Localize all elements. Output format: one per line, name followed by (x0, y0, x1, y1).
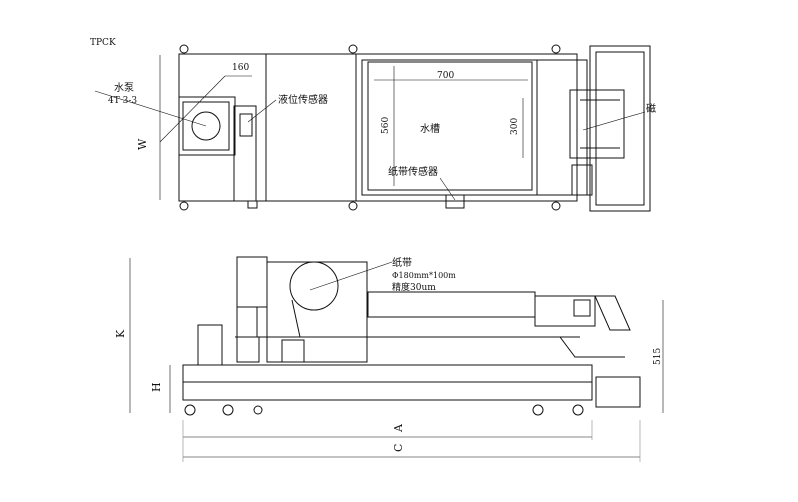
magnetic-label: 磁 (646, 102, 656, 115)
tank-length: 700 (437, 71, 454, 81)
level-sensor-icon (239, 113, 253, 137)
h-label: H (150, 382, 163, 392)
magnetic-separator (569, 89, 625, 159)
c-label: C (392, 444, 405, 452)
precision: 精度30um (392, 281, 436, 293)
tank-width: 560 (381, 117, 391, 134)
collection-box (595, 376, 641, 408)
pump-mount (182, 101, 230, 151)
tank-label: 水槽 (420, 122, 440, 135)
paper-spec: Φ180mm*100m (392, 271, 456, 280)
pump-dim: 160 (232, 63, 249, 73)
inner-dim: 300 (510, 118, 520, 135)
top-view: TPCK 水泵 4T 3-3 160 液位传感器 W 700 560 水槽 30… (90, 38, 656, 212)
paper-sensor-label: 纸带传感器 (388, 165, 438, 178)
paper-sensor-icon (445, 194, 465, 209)
paper-roll (289, 261, 339, 311)
height-dim: 515 (653, 348, 663, 365)
tank (367, 61, 533, 191)
pump-model: 4T 3-3 (108, 96, 137, 106)
a-label: A (392, 423, 405, 433)
level-sensor-label: 液位传感器 (278, 93, 328, 106)
model-label: TPCK (90, 38, 116, 48)
side-view: 纸带 Φ180mm*100m 精度30um K H A C 515 (114, 256, 664, 462)
pump-icon (191, 111, 221, 141)
width-label: W (136, 138, 149, 150)
k-label: K (114, 329, 127, 338)
pump-label: 水泵 (114, 82, 134, 94)
paper-label: 纸带 (392, 256, 412, 269)
